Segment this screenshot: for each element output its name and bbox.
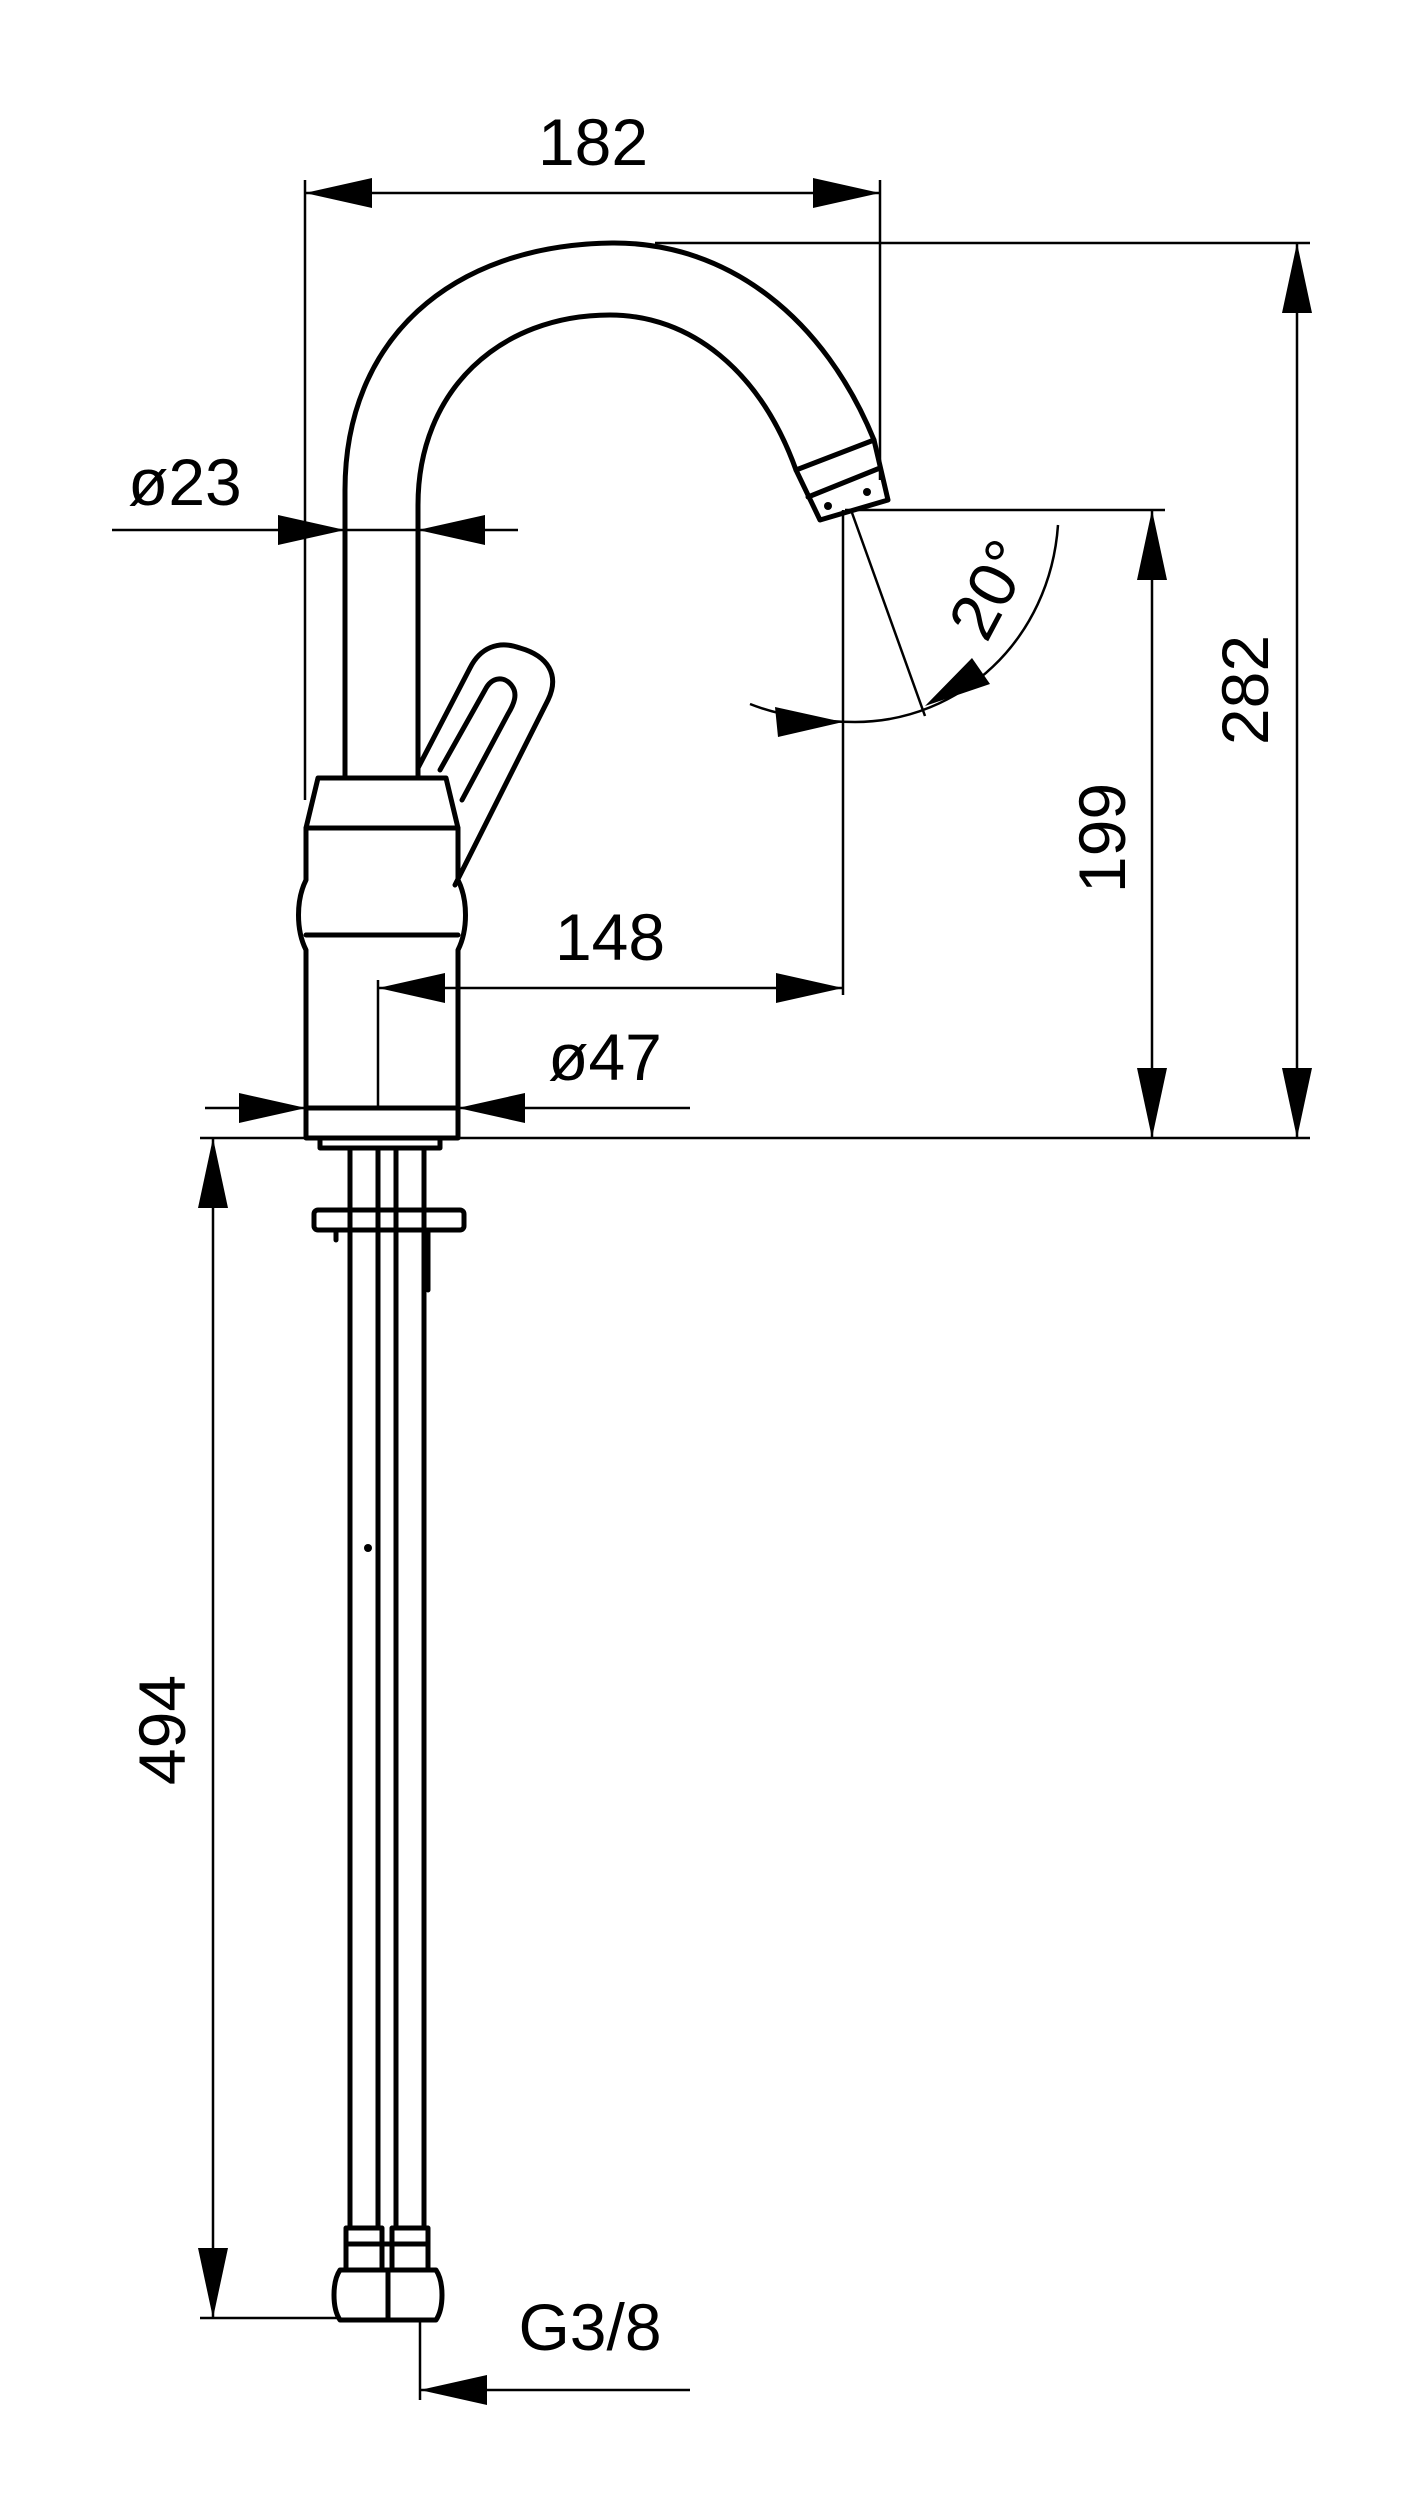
label-spout-diameter: ø23: [128, 445, 242, 519]
arrow-angle-left: [775, 707, 843, 737]
arrow-offset-left: [378, 973, 445, 1003]
arrow-offset-right: [776, 973, 843, 1003]
fixing-nut: [311, 1207, 467, 1233]
hose-ferrule-right: [389, 2225, 431, 2273]
arrow-spout-diam-left: [278, 515, 345, 545]
arrow-spout-diam-right: [418, 515, 485, 545]
label-spout-angle: 20°: [934, 528, 1046, 651]
arrow-reach-left: [305, 178, 372, 208]
label-total-height: 282: [1208, 635, 1282, 745]
arrow-total-bottom: [1282, 1068, 1312, 1138]
arrow-outlet-bottom: [1137, 1068, 1167, 1138]
body-cap: [303, 775, 461, 831]
arrow-body-diam-right: [458, 1093, 525, 1123]
label-body-diameter: ø47: [548, 1020, 662, 1094]
spout-outer-edge: [342, 240, 877, 781]
dimension-lines: [112, 178, 1312, 2405]
arrow-hose-top: [198, 1138, 228, 1208]
angle-ray-spray: [849, 509, 927, 717]
arrow-hose-bottom: [198, 2248, 228, 2318]
spout-outlet: [793, 437, 891, 523]
arrow-thread: [420, 2375, 487, 2405]
spout-outlet-band: [805, 465, 883, 500]
outlet-dot-left: [824, 502, 832, 510]
connector-nut-left: [331, 2267, 391, 2323]
hose-ferrule-left: [343, 2225, 385, 2273]
arrow-reach-right: [813, 178, 880, 208]
label-outlet-offset: 148: [555, 900, 665, 974]
arrow-body-diam-left: [239, 1093, 306, 1123]
label-outlet-height: 199: [1065, 783, 1139, 893]
spout-inner-edge: [415, 312, 799, 781]
label-spout-reach: 182: [538, 105, 648, 179]
lever-handle: [415, 642, 556, 888]
connector-nut-right: [385, 2267, 445, 2323]
faucet-outline: [296, 240, 891, 2323]
arrow-total-top: [1282, 243, 1312, 313]
label-connection-thread: G3/8: [518, 2290, 661, 2364]
label-hose-length: 494: [125, 1675, 199, 1785]
outlet-dot-right: [863, 488, 871, 496]
dimension-labels: 182 ø23 20° 282 199 148 ø47 494 G3/8: [125, 105, 1282, 2364]
hose-marker-dot: [364, 1544, 372, 1552]
arrow-outlet-top: [1137, 510, 1167, 580]
lever-handle-slot: [437, 676, 518, 803]
arrow-angle-right: [925, 658, 990, 706]
